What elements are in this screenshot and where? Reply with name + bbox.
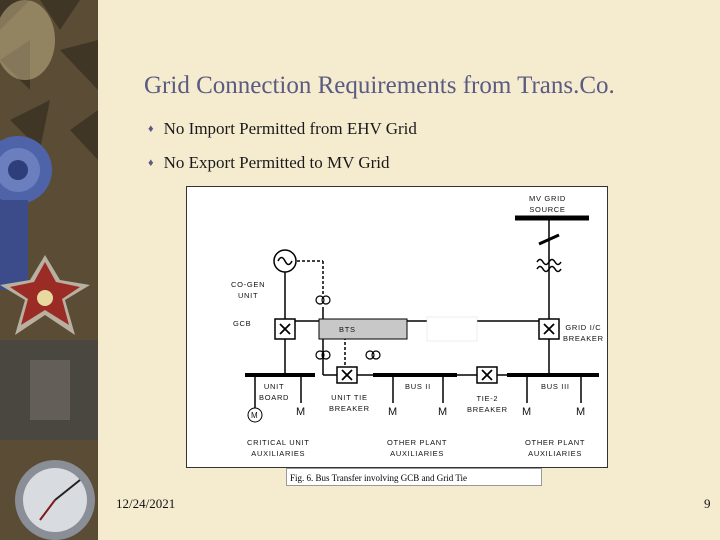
gcb-label: GCB (233, 319, 252, 328)
bullet-item: ♦ No Import Permitted from EHV Grid (148, 119, 417, 139)
motor-bus-ii-2: M (438, 406, 448, 418)
slide-title: Grid Connection Requirements from Trans.… (144, 72, 615, 99)
bullet-diamond-icon: ♦ (148, 157, 154, 169)
bullet-diamond-icon: ♦ (148, 123, 154, 135)
bus-ii-label: BUS II (405, 382, 431, 391)
decorative-side-image (0, 0, 98, 540)
motor-bus-iii-2: M (576, 406, 586, 418)
motor-critical-small: M (251, 411, 259, 420)
figure-caption: Fig. 6. Bus Transfer involving GCB and G… (286, 468, 542, 486)
page-number: 9 (704, 496, 711, 511)
motor-critical: M (296, 406, 306, 418)
motor-bus-iii-1: M (522, 406, 532, 418)
bullet-text: No Export Permitted to MV Grid (163, 153, 390, 172)
slide-date: 12/24/2021 (116, 496, 176, 511)
bus-iii-label: BUS III (541, 382, 570, 391)
motor-bus-ii-1: M (388, 406, 398, 418)
diagram-drawing (245, 215, 599, 423)
bullet-item: ♦ No Export Permitted to MV Grid (148, 153, 390, 173)
bts-label: BTS (339, 325, 356, 334)
bullet-text: No Import Permitted from EHV Grid (163, 119, 417, 138)
